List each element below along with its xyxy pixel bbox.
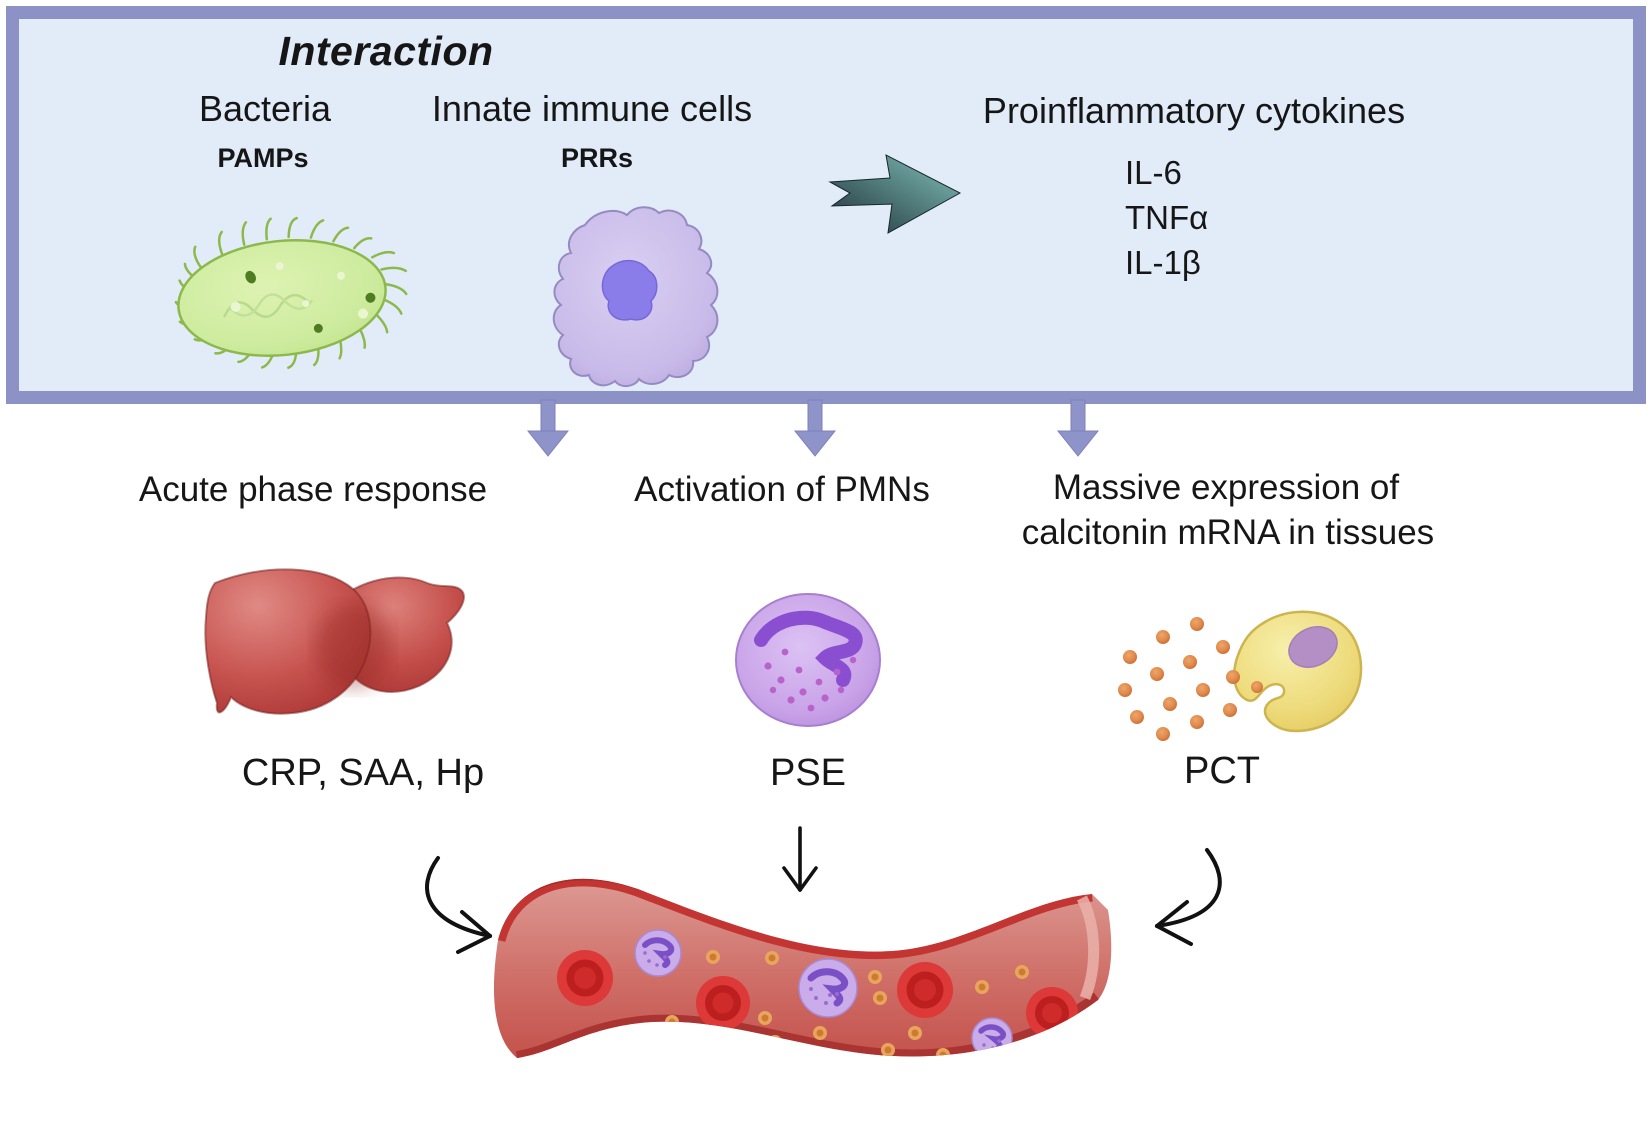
bacterium-icon [174,216,408,369]
neutrophil-nucleus [754,610,863,687]
straight-arrow-icon [782,826,818,892]
cytokine-list: IL-6 TNFα IL-1β [1125,150,1208,285]
bacteria-label: Bacteria [198,88,332,129]
cytokines-label: Proinflammatory cytokines [982,90,1406,131]
tissue-cell-nucleus [1288,626,1338,668]
acute-phase-heading: Acute phase response [138,470,488,509]
red-blood-cells [557,950,1078,1039]
calcitonin-heading-line2: calcitonin mRNA in tissues [1021,513,1435,552]
cytokine-tnfa: TNFα [1125,199,1209,236]
blood-vessel-icon [493,878,1112,1058]
liver-icon [204,568,465,715]
pamps-label: PAMPs [217,143,309,173]
down-arrow-icon [526,399,570,457]
right-arrow-icon [828,154,962,234]
cytokine-il6: IL-6 [1125,154,1182,191]
neutrophil-icon [735,593,881,727]
calcitonin-marker-label: PCT [1184,750,1260,792]
curved-arrow-left-icon [425,856,492,954]
macrophage-nucleus [601,259,658,321]
calcitonin-heading-line1: Massive expression of [1052,468,1400,507]
prrs-label: PRRs [560,143,634,173]
pmn-marker-label: PSE [769,752,847,794]
macrophage-icon [552,206,719,387]
down-arrow-icon [793,399,837,457]
pmn-activation-heading: Activation of PMNs [634,470,930,509]
cytokine-il1b: IL-1β [1125,244,1201,281]
secreted-granules [1118,617,1263,741]
box-title: Interaction [278,28,494,74]
tissue-cell-icon [1118,610,1363,741]
down-arrow-icon [1056,399,1100,457]
immune-cells-label: Innate immune cells [431,88,753,129]
curved-arrow-right-icon [1155,848,1222,946]
acute-marker-label: CRP, SAA, Hp [241,752,485,794]
